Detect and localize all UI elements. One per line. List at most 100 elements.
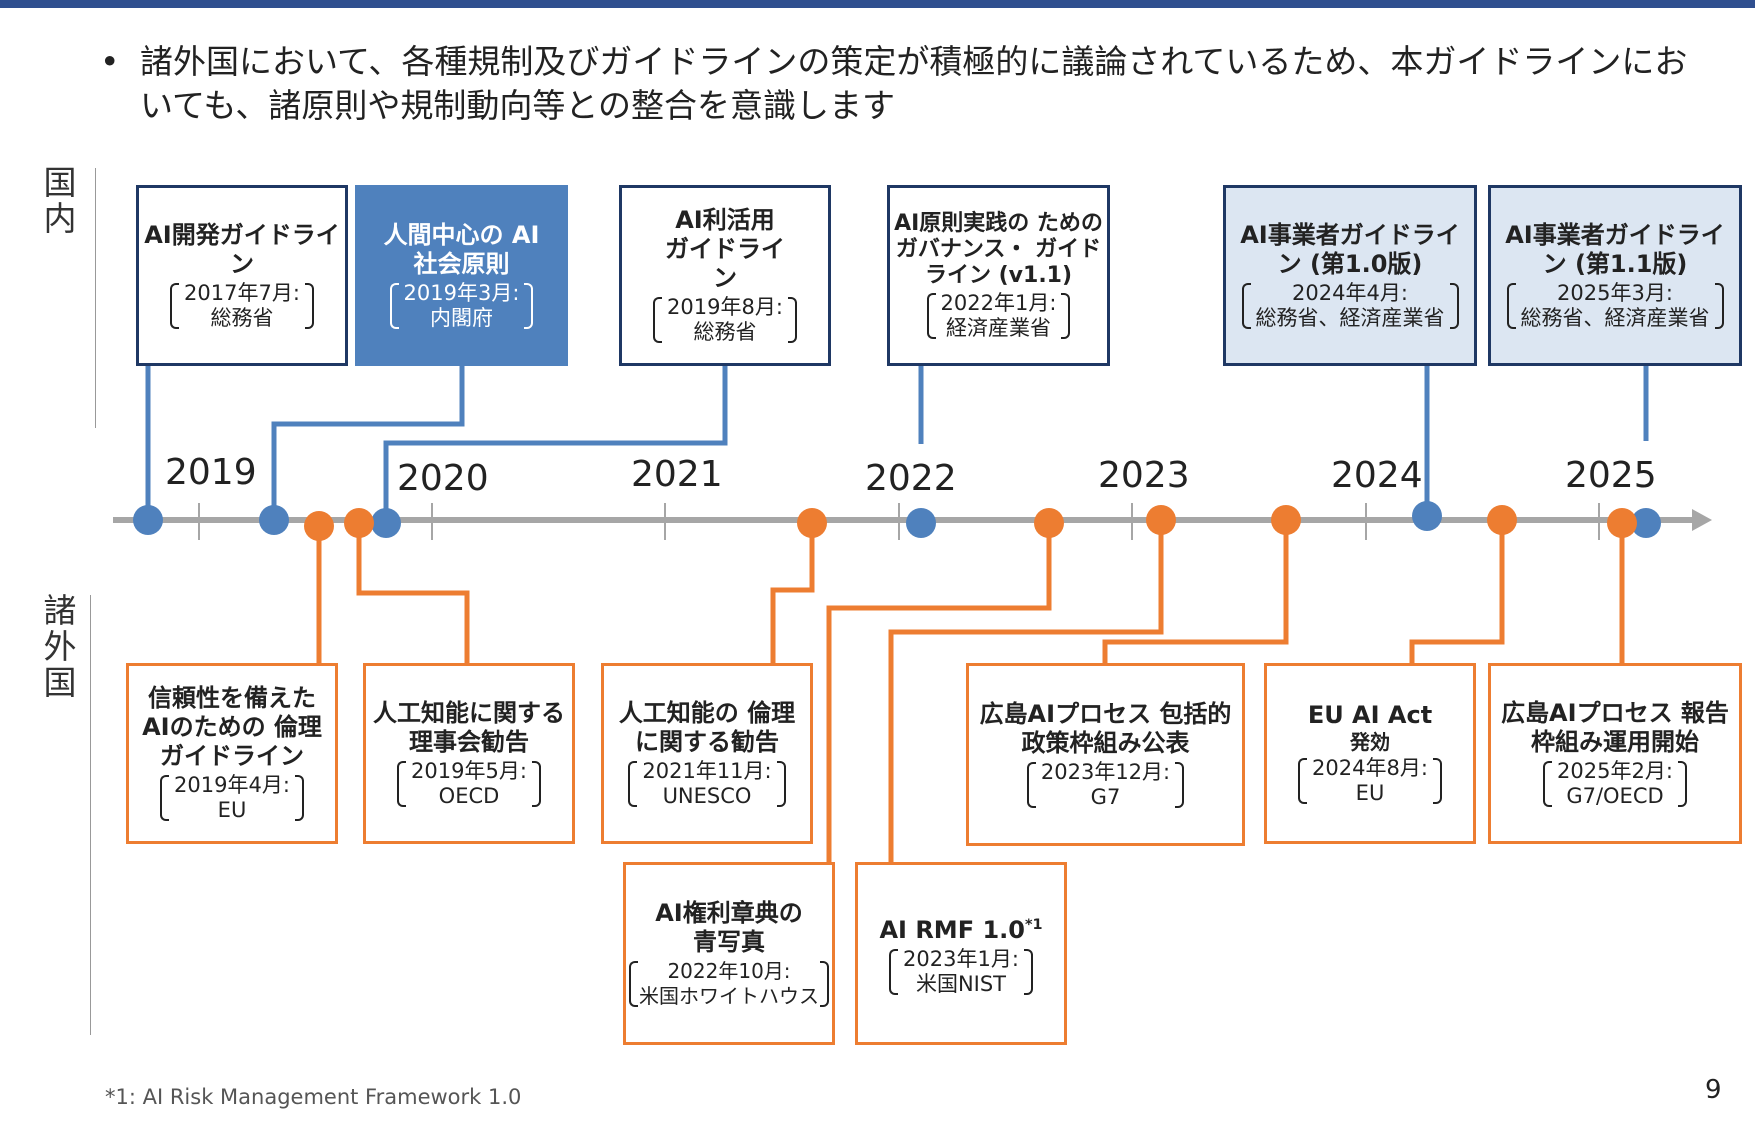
box-org: 内閣府 xyxy=(429,305,493,330)
box-date: 2022年1月: xyxy=(940,290,1057,315)
box-date-org: 2019年4月:EU xyxy=(160,773,304,823)
box-eu-ai-act: EU AI Act 発効 2024年8月:EU xyxy=(1264,663,1476,844)
point-governance-guideline xyxy=(906,508,936,538)
box-org: G7/OECD xyxy=(1566,783,1664,808)
year-label-2023: 2023 xyxy=(1098,455,1190,496)
point-business-guideline-1-1 xyxy=(1631,508,1661,538)
box-title: AI開発ガイドライン xyxy=(144,220,340,278)
year-label-2019: 2019 xyxy=(165,452,257,493)
point-human-centric-principles xyxy=(259,505,289,535)
box-date: 2019年8月: xyxy=(667,295,783,319)
box-eu-ethics-guideline: 信頼性を備えた AIのための 倫理ガイドライン 2019年4月:EU xyxy=(126,663,338,844)
box-org: UNESCO xyxy=(662,783,752,808)
box-title: 人工知能に関する 理事会勧告 xyxy=(373,698,565,756)
box-date: 2024年8月: xyxy=(1312,756,1428,780)
box-date-org: 2019年8月:総務省 xyxy=(653,295,797,345)
box-title: AI原則実践の ためのガバナンス・ ガイドライン (v1.1) xyxy=(894,210,1103,288)
point-ai-rmf xyxy=(1146,505,1176,535)
box-business-guideline-1-0: AI事業者ガイドライン (第1.0版) 2024年4月:総務省、経済産業省 xyxy=(1223,185,1477,366)
foreign-label-text: 諸外国 xyxy=(43,591,77,702)
connector-ai-utilization-guideline xyxy=(383,366,728,520)
connector-blueprint xyxy=(826,523,1052,862)
box-org: OECD xyxy=(438,783,500,808)
box-title: AI RMF 1.0*1 xyxy=(879,911,1042,945)
box-date-org: 2025年2月:G7/OECD xyxy=(1543,759,1687,809)
header-statement: 諸外国において、各種規制及びガイドラインの策定が積極的に議論されているため、本ガ… xyxy=(140,42,1688,125)
box-org: 総務省、経済産業省 xyxy=(1520,305,1710,330)
box-title: EU AI Act xyxy=(1307,701,1433,729)
box-date-org: 2023年12月:G7 xyxy=(1026,759,1185,810)
box-title: AI事業者ガイドライン (第1.0版) xyxy=(1240,220,1460,278)
connector-hiroshima-framework xyxy=(1102,523,1289,663)
connector-unesco xyxy=(770,523,815,663)
box-date: 2022年10月: xyxy=(667,958,791,983)
box-title: 広島AIプロセス 報告枠組み運用開始 xyxy=(1501,698,1729,756)
box-title: AI利活用 ガイドライン xyxy=(665,206,785,292)
bullet-marker: • xyxy=(100,42,120,81)
foreign-divider xyxy=(90,595,91,1035)
box-date-org: 2022年10月:米国ホワイトハウス xyxy=(629,959,829,1009)
box-date-org: 2025年3月:総務省、経済産業省 xyxy=(1506,280,1724,331)
box-date: 2023年1月: xyxy=(903,946,1019,971)
box-title: AI事業者ガイドライン (第1.1版) xyxy=(1505,220,1725,278)
footnote: *1: AI Risk Management Framework 1.0 xyxy=(105,1085,522,1109)
box-ai-dev-guideline: AI開発ガイドライン 2017年7月:総務省 xyxy=(136,185,348,366)
point-hiroshima-reporting xyxy=(1607,508,1637,538)
box-ai-rmf: AI RMF 1.0*1 2023年1月:米国NIST xyxy=(855,862,1067,1045)
box-date-org: 2024年4月:総務省、経済産業省 xyxy=(1241,280,1459,331)
connector-ai-rmf xyxy=(888,523,1164,862)
box-date: 2019年4月: xyxy=(174,773,290,797)
point-blueprint xyxy=(1034,508,1064,538)
box-hiroshima-reporting: 広島AIプロセス 報告枠組み運用開始 2025年2月:G7/OECD xyxy=(1488,663,1742,844)
box-unesco-recommendation: 人工知能の 倫理に関する勧告 2021年11月:UNESCO xyxy=(601,663,813,844)
box-date-org: 2023年1月:米国NIST xyxy=(889,947,1033,997)
year-label-2024: 2024 xyxy=(1331,455,1423,496)
box-date: 2025年3月: xyxy=(1557,280,1673,305)
box-ai-bill-of-rights: AI権利章典の 青写真 2022年10月:米国ホワイトハウス xyxy=(623,862,835,1045)
box-date-org: 2019年3月:内閣府 xyxy=(389,280,534,331)
box-business-guideline-1-1: AI事業者ガイドライン (第1.1版) 2025年3月:総務省、経済産業省 xyxy=(1488,185,1742,366)
box-date: 2019年5月: xyxy=(411,758,527,783)
box-date-org: 2022年1月:経済産業省 xyxy=(926,290,1071,341)
point-ai-dev-guideline xyxy=(133,505,163,535)
page-number: 9 xyxy=(1705,1075,1722,1105)
box-date: 2023年12月: xyxy=(1040,759,1171,784)
box-date: 2017年7月: xyxy=(184,280,300,305)
foreign-label: 諸外国 xyxy=(42,593,82,701)
box-title: 広島AIプロセス 包括的政策枠組み公表 xyxy=(979,699,1232,757)
point-oecd xyxy=(344,508,374,538)
box-date-org: 2021年11月:UNESCO xyxy=(628,759,786,809)
box-date-org: 2024年8月:EU xyxy=(1298,756,1442,806)
box-date-org: 2019年5月:OECD xyxy=(397,759,541,809)
year-label-2025: 2025 xyxy=(1565,455,1657,496)
connector-oecd xyxy=(356,523,470,663)
box-date: 2025年2月: xyxy=(1557,758,1673,783)
box-org: 総務省、経済産業省 xyxy=(1255,305,1445,330)
footnote-ref: *1 xyxy=(1024,916,1043,933)
box-governance-guideline: AI原則実践の ためのガバナンス・ ガイドライン (v1.1) 2022年1月:… xyxy=(887,185,1110,366)
domestic-label: 国内 xyxy=(42,165,82,237)
box-date: 2024年4月: xyxy=(1292,280,1408,305)
year-label-2022: 2022 xyxy=(865,458,957,499)
box-org: 経済産業省 xyxy=(945,315,1051,340)
box-hiroshima-framework: 広島AIプロセス 包括的政策枠組み公表 2023年12月:G7 xyxy=(966,663,1245,846)
box-org: 総務省 xyxy=(693,320,757,344)
box-human-centric-principles: 人間中心の AI社会原則 2019年3月:内閣府 xyxy=(355,185,568,366)
box-date: 2019年3月: xyxy=(403,280,520,305)
box-org: G7 xyxy=(1090,784,1121,809)
box-ai-utilization-guideline: AI利活用 ガイドライン 2019年8月:総務省 xyxy=(619,185,831,366)
timeline-arrowhead xyxy=(1692,509,1712,531)
year-label-2020: 2020 xyxy=(397,458,489,499)
box-org: 米国ホワイトハウス xyxy=(639,983,819,1008)
box-title: 信頼性を備えた AIのための 倫理ガイドライン xyxy=(142,684,322,770)
box-title: 人工知能の 倫理に関する勧告 xyxy=(618,698,796,756)
point-ai-utilization-guideline xyxy=(371,508,401,538)
box-title-text: AI RMF 1.0 xyxy=(879,915,1025,944)
point-eu-ai-act xyxy=(1487,505,1517,535)
point-hiroshima-framework xyxy=(1271,505,1301,535)
box-date-org: 2017年7月:総務省 xyxy=(170,281,314,331)
box-org: EU xyxy=(217,798,247,822)
point-unesco xyxy=(797,508,827,538)
box-title: 人間中心の AI社会原則 xyxy=(383,220,540,278)
